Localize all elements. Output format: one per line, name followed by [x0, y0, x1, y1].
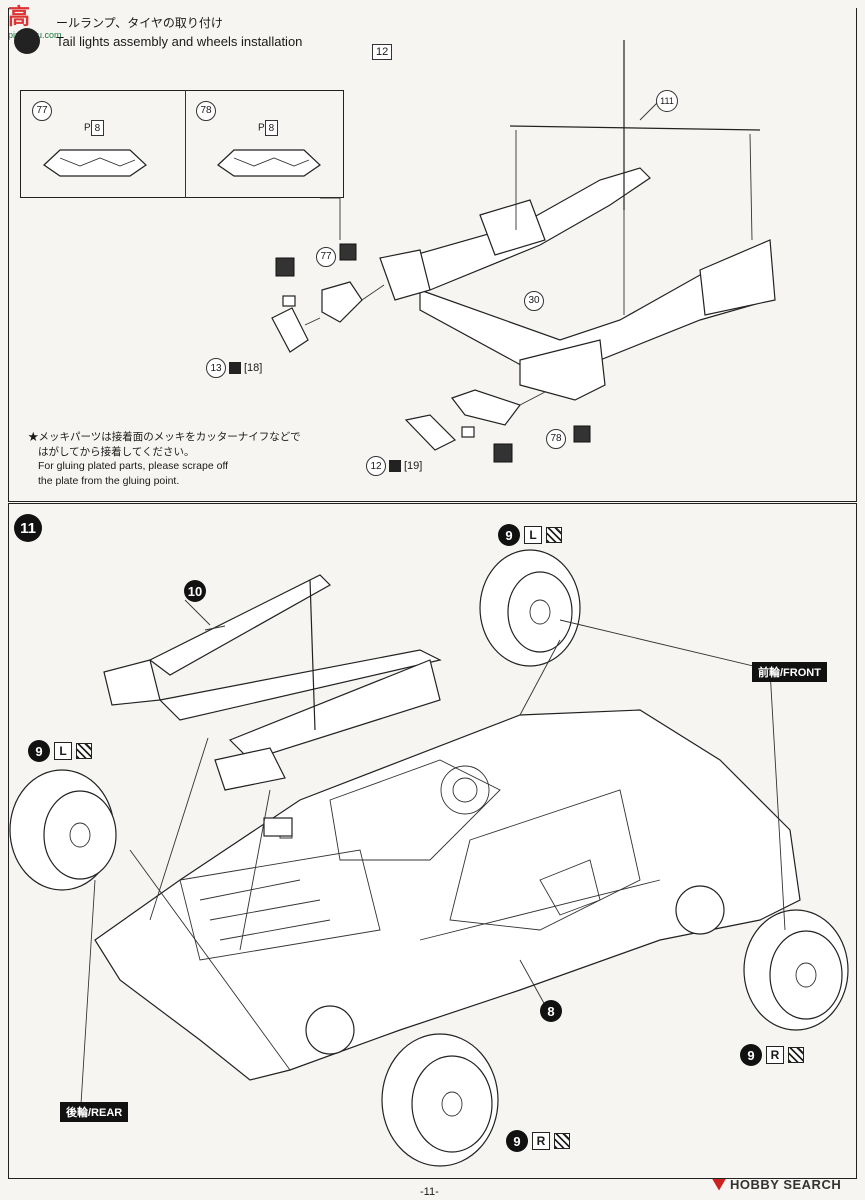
part-label-13-18: 13 [18]	[206, 358, 262, 378]
hobby-search-icon	[712, 1178, 726, 1191]
part-label-78: 78	[546, 428, 566, 449]
tail-light-left-parts	[271, 281, 385, 353]
side-marker: L	[524, 526, 542, 544]
glue-icon	[788, 1047, 804, 1063]
step10-title-en: Tail lights assembly and wheels installa…	[56, 34, 303, 49]
part-label-77: 77	[316, 246, 336, 267]
glue-icon	[546, 527, 562, 543]
paint-code: 8	[90, 120, 105, 136]
note-en-line2: the plate from the gluing point.	[38, 474, 180, 487]
paint-ref-main: 12	[372, 42, 393, 60]
wheel-rear-right	[381, 1033, 499, 1167]
glue-icon	[76, 743, 92, 759]
part-label-111: 111	[656, 90, 678, 112]
inset-box	[20, 90, 344, 198]
part-number: 77	[32, 100, 52, 121]
page-number: -11-	[420, 1186, 439, 1198]
wheel-label-rear-left: 9 L	[28, 740, 92, 762]
step-number: 9	[506, 1130, 528, 1152]
tail-light-right-parts	[404, 389, 546, 451]
rear-frame-subassembly	[103, 574, 442, 791]
wheel-label-front-right: 9 R	[740, 1044, 804, 1066]
part-number: 78	[196, 100, 216, 121]
step10-panel	[8, 8, 857, 502]
step10-badge	[14, 28, 40, 54]
part-number: 77	[316, 246, 336, 267]
front-wheel-tag: 前輪/FRONT	[752, 662, 827, 682]
note-jp-line2: はがしてから接着してください。	[38, 445, 195, 458]
paint-code: 12	[372, 44, 393, 60]
wheel-front-left	[479, 549, 581, 667]
part-number: 12	[366, 456, 386, 476]
tail-light-77-drawing	[43, 149, 147, 177]
part-label-30: 30	[524, 290, 544, 311]
side-marker: R	[766, 1046, 784, 1064]
rear-frame-30	[379, 167, 776, 401]
inset-77: 77	[32, 100, 52, 121]
brake-disc-front	[675, 885, 725, 935]
note-jp-line1: ★メッキパーツは接着面のメッキをカッターナイフなどで	[28, 431, 301, 443]
step-number: 9	[498, 524, 520, 546]
side-marker: L	[54, 742, 72, 760]
glue-icon	[554, 1133, 570, 1149]
wheel-label-rear-right: 9 R	[506, 1130, 570, 1152]
plated-icon	[229, 362, 241, 374]
step11-panel	[8, 503, 857, 1179]
step-number: 8	[540, 1000, 562, 1022]
wheel-front-right	[743, 909, 849, 1031]
rear-wheel-tag: 後輪/REAR	[60, 1102, 129, 1122]
inset-divider	[185, 90, 186, 198]
side-marker: R	[532, 1132, 550, 1150]
part-number: [18]	[244, 362, 263, 374]
step-number: 11	[14, 514, 42, 542]
part-number: 13	[206, 358, 226, 378]
sub-step-10-label: 10	[184, 580, 206, 602]
note-en-line1: For gluing plated parts, please scrape o…	[38, 460, 229, 472]
car-chassis	[94, 709, 801, 1081]
step-number: 10	[184, 580, 206, 602]
wheel-label-front-left: 9 L	[498, 524, 562, 546]
paint-code: 8	[264, 120, 279, 136]
tower-bar-111	[509, 40, 761, 315]
part-number: 78	[546, 428, 566, 449]
tail-light-78-drawing	[217, 149, 321, 177]
wheel-rear-left	[9, 769, 117, 891]
part-label-12-19: 12 [19]	[366, 456, 422, 476]
step-number: 9	[28, 740, 50, 762]
part-number: 111	[656, 90, 678, 112]
hobby-search-watermark: HOBBY SEARCH	[712, 1177, 841, 1192]
logo-glyph: 高	[8, 5, 31, 30]
step11-badge: 11	[14, 514, 42, 542]
plated-icon	[389, 460, 401, 472]
step-number: 9	[740, 1044, 762, 1066]
part-number: 30	[524, 290, 544, 311]
brand-text: HOBBY SEARCH	[730, 1177, 842, 1192]
brake-disc-rear	[305, 1005, 355, 1055]
plating-note: ★メッキパーツは接着面のメッキをカッターナイフなどで はがしてから接着してくださ…	[28, 430, 301, 488]
sub-step-8-label: 8	[540, 1000, 562, 1022]
step10-title-jp: ールランプ、タイヤの取り付け	[56, 16, 223, 30]
part-number: [19]	[404, 460, 423, 472]
inset-78: 78	[196, 100, 216, 121]
